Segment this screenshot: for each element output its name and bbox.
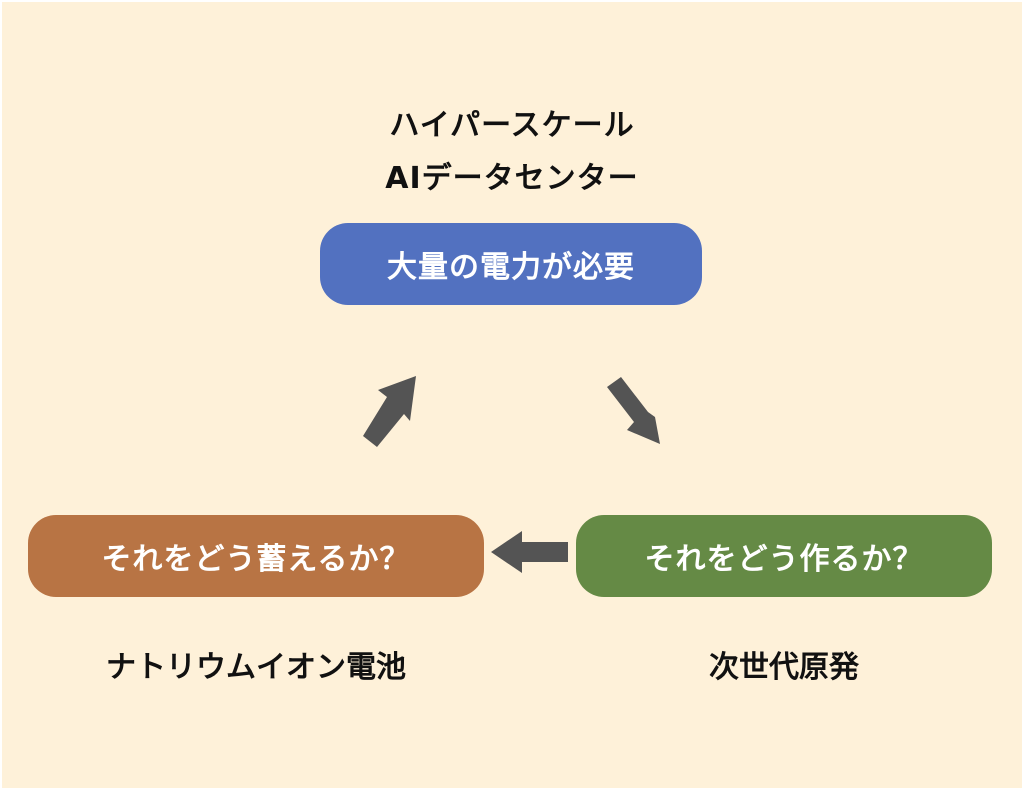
title-line-1: ハイパースケール	[389, 108, 635, 143]
node-power-demand-label: 大量の電力が必要	[387, 250, 635, 285]
node-how-to-store-label: それをどう蓄えるか？	[101, 542, 411, 577]
title-line-2: AIデータセンター	[385, 161, 639, 196]
arrow-up-right-icon	[363, 376, 416, 447]
caption-next-gen-nuclear: 次世代原発	[709, 650, 859, 685]
caption-sodium-ion-battery: ナトリウムイオン電池	[106, 650, 406, 685]
node-how-to-store: それをどう蓄えるか？	[28, 515, 484, 597]
arrow-down-right-icon	[607, 377, 660, 444]
node-power-demand: 大量の電力が必要	[320, 223, 702, 305]
node-how-to-generate-label: それをどう作るか？	[644, 542, 924, 577]
node-how-to-generate: それをどう作るか？	[576, 515, 992, 597]
arrow-left-icon	[491, 531, 568, 573]
